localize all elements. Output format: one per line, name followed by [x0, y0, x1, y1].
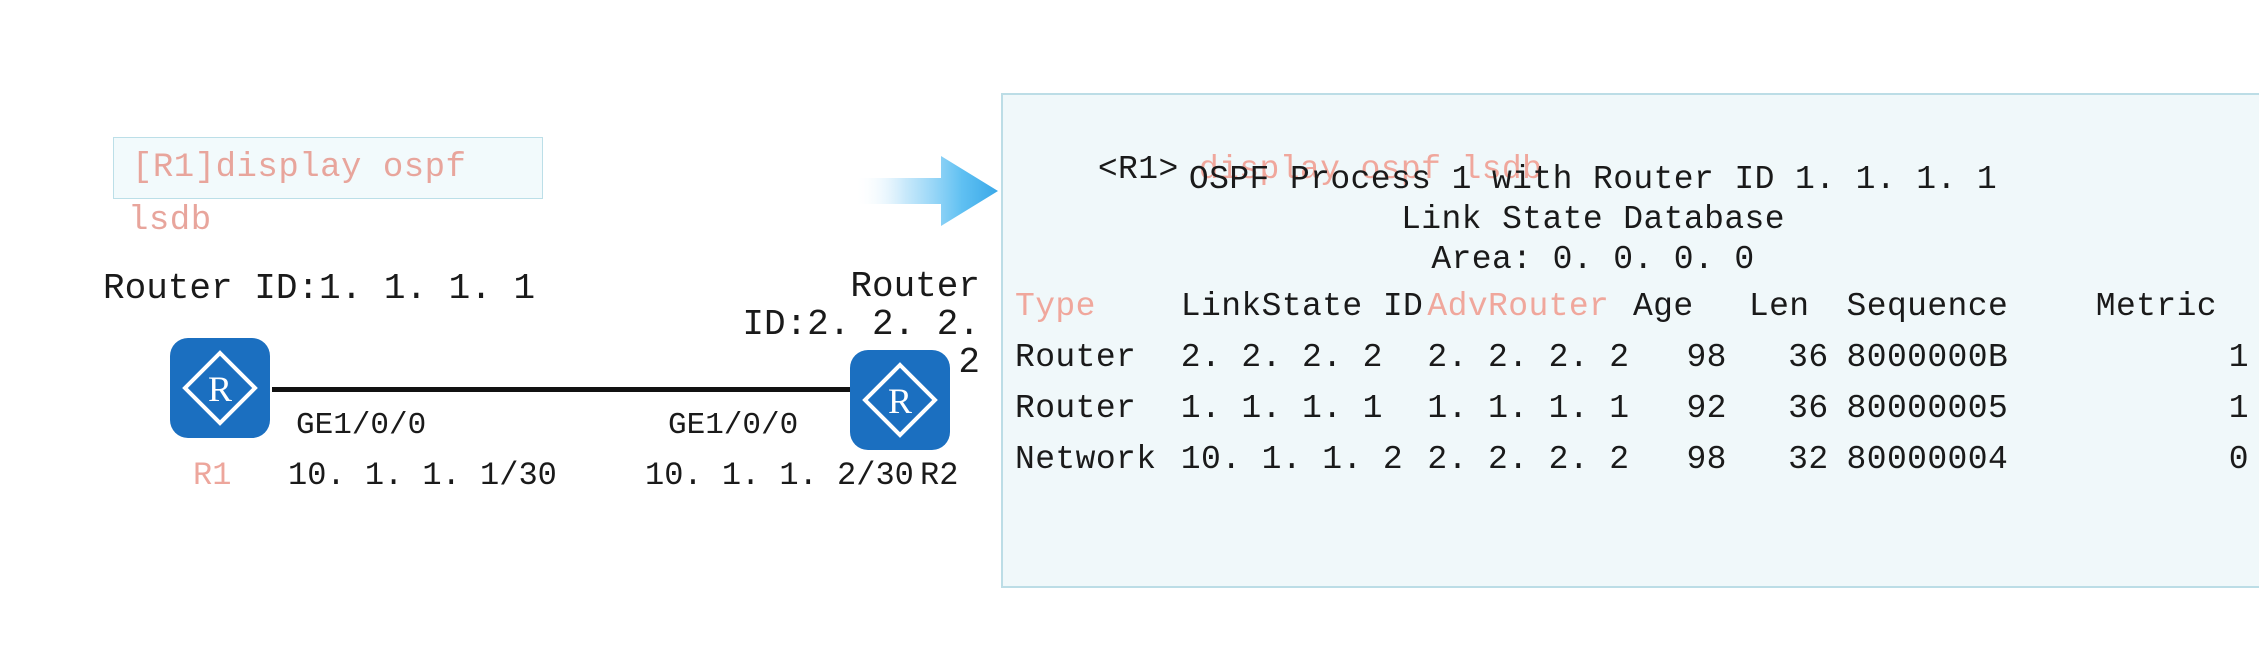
svg-text:R: R [208, 369, 232, 409]
cell-age: 92 [1686, 389, 1727, 427]
router-id-label-r2-line1: Router [850, 266, 980, 307]
node-name-r1: R1 [193, 457, 232, 494]
router-id-label-r2-line2: ID:2. 2. 2. 2 [742, 304, 980, 384]
command-text: [R1]display ospf [132, 149, 467, 187]
link-state-database-header: Link State Database [1401, 201, 1785, 238]
cell-adv: 2. 2. 2. 2 [1427, 440, 1630, 478]
terminal-prompt-line: <R1> display ospf lsdb [1017, 114, 1542, 225]
cell-sequence: 8000000B [1846, 338, 2009, 376]
cell-metric: 0 [2228, 440, 2249, 478]
cell-type: Router [1015, 389, 1137, 427]
router-id-label-r2: Router ID:2. 2. 2. 2 [735, 266, 980, 384]
svg-text:R: R [888, 381, 912, 421]
cell-len: 36 [1788, 338, 1829, 376]
router-glyph-r1: R [182, 350, 258, 426]
cell-age: 98 [1686, 338, 1727, 376]
router-icon-r2[interactable]: R [850, 350, 950, 450]
node-name-r2: R2 [920, 457, 959, 494]
cell-metric: 1 [2228, 338, 2249, 376]
cell-type: Router [1015, 338, 1137, 376]
ospf-process-header: OSPF Process 1 with Router ID 1. 1. 1. 1 [1188, 161, 1998, 198]
ip-address-label-r2: 10. 1. 1. 2/30 [645, 457, 914, 494]
terminal-output-panel: <R1> display ospf lsdb OSPF Process 1 wi… [1001, 93, 2259, 588]
lsdb-table: Type LinkState ID AdvRouter Age Len Sequ… [1015, 281, 2259, 485]
column-header-type: Type [1015, 287, 1096, 325]
cell-metric: 1 [2228, 389, 2249, 427]
column-header-linkstate-id: LinkState ID [1180, 287, 1424, 325]
cell-len: 32 [1788, 440, 1829, 478]
cell-adv: 2. 2. 2. 2 [1427, 338, 1630, 376]
cell-type: Network [1015, 440, 1157, 478]
router-id-label-r1: Router ID:1. 1. 1. 1 [103, 268, 536, 309]
cell-sequence: 80000005 [1846, 389, 2009, 427]
cell-age: 98 [1686, 440, 1727, 478]
cell-lsid: 10. 1. 1. 2 [1180, 440, 1404, 478]
column-header-age: Age [1632, 287, 1694, 325]
ip-address-label-r1: 10. 1. 1. 1/30 [288, 457, 557, 494]
column-header-sequence: Sequence [1846, 287, 2009, 325]
column-header-metric: Metric [2095, 287, 2217, 325]
interface-label-r2: GE1/0/0 [668, 408, 799, 443]
interface-label-r1: GE1/0/0 [296, 408, 427, 443]
command-continuation-text: lsdb [128, 202, 212, 240]
topology-diagram: [R1]display ospf lsdb Router ID:1. 1. 1.… [0, 0, 998, 649]
command-input-box[interactable]: [R1]display ospf [113, 137, 543, 199]
table-row: Router 1. 1. 1. 1 1. 1. 1. 1 92 36 80000… [1015, 383, 2259, 434]
table-row: Router 2. 2. 2. 2 2. 2. 2. 2 98 36 80000… [1015, 332, 2259, 383]
cell-sequence: 80000004 [1846, 440, 2009, 478]
router-glyph-r2: R [862, 362, 938, 438]
cell-lsid: 2. 2. 2. 2 [1180, 338, 1383, 376]
table-row: Network 10. 1. 1. 2 2. 2. 2. 2 98 32 800… [1015, 434, 2259, 485]
flow-arrow-icon [855, 156, 998, 226]
terminal-prompt-command: display ospf lsdb [1198, 151, 1543, 188]
cell-lsid: 1. 1. 1. 1 [1180, 389, 1383, 427]
network-link-line [272, 387, 872, 392]
router-icon-r1[interactable]: R [170, 338, 270, 438]
ospf-area-header: Area: 0. 0. 0. 0 [1431, 241, 1755, 278]
table-header-row: Type LinkState ID AdvRouter Age Len Sequ… [1015, 281, 2259, 332]
column-header-advrouter: AdvRouter [1427, 287, 1610, 325]
cell-len: 36 [1788, 389, 1829, 427]
terminal-prompt-host: <R1> [1097, 151, 1179, 188]
cell-adv: 1. 1. 1. 1 [1427, 389, 1630, 427]
column-header-len: Len [1748, 287, 1810, 325]
